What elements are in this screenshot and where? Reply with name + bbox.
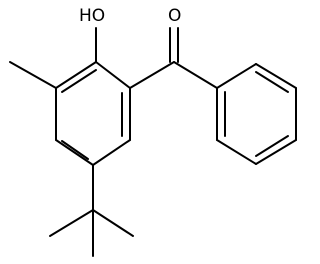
tert-butyl-methyl-left	[49, 209, 94, 237]
phenyl-bond-2	[255, 63, 297, 89]
ring-bond-c1-c2	[95, 61, 131, 89]
structure-canvas: HO O	[9, 6, 297, 257]
ring-to-carbonyl-bond	[129, 61, 175, 89]
methyl-bond	[9, 61, 57, 89]
phenyl-bond-4	[255, 139, 297, 165]
ring-bond-c6-c1	[55, 61, 97, 89]
ring-bond-c4-c5	[55, 139, 94, 166]
structural-formula: HO O	[9, 6, 297, 257]
phenyl-bond-1	[216, 63, 257, 89]
carbonyl-to-phenyl-bond	[173, 61, 218, 89]
carbonyl-oxygen-label: O	[168, 6, 181, 26]
tert-butyl-methyl-right	[92, 209, 134, 237]
phenyl-double-bond-inner-2	[255, 135, 289, 157]
phenyl-double-bond-inner-1	[255, 71, 289, 93]
hydroxyl-label: HO	[79, 6, 105, 26]
phenyl-bond-5	[216, 139, 257, 165]
phenol-ring	[55, 61, 131, 166]
ring-bond-c3-c4	[92, 139, 131, 166]
ring-double-bond-inner-1	[61, 69, 97, 93]
phenyl-ring	[216, 63, 297, 165]
ring-double-bond-inner-3	[61, 140, 89, 160]
